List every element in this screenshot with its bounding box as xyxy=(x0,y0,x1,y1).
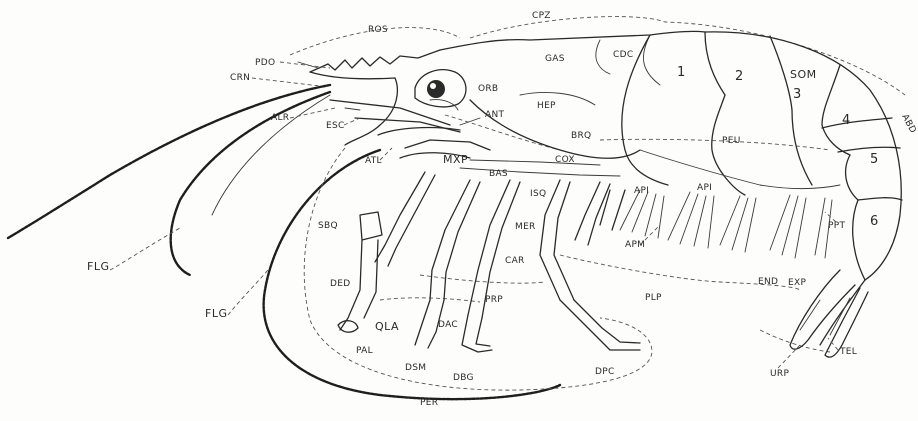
label-abd: ABD xyxy=(899,113,917,136)
abdomen xyxy=(622,32,902,280)
label-flg-center: FLG xyxy=(205,307,227,320)
label-mxp: MXP xyxy=(443,153,468,166)
label-car: CAR xyxy=(505,256,525,266)
label-cdc: CDC xyxy=(613,50,633,60)
segment-number-4: 4 xyxy=(842,113,850,128)
label-som: SOM xyxy=(790,68,817,81)
label-alr: ALR xyxy=(271,113,289,123)
label-ppt: PPT xyxy=(828,221,845,231)
label-orb: ORB xyxy=(478,84,498,94)
label-gas: GAS xyxy=(545,54,565,64)
label-ant: ANT xyxy=(485,110,504,120)
label-flg-left: FLG xyxy=(87,260,109,273)
label-hep: HEP xyxy=(537,101,556,111)
label-cox: COX xyxy=(555,155,575,165)
label-tel: TEL xyxy=(839,347,857,357)
label-cpz: CPZ xyxy=(532,11,551,21)
label-urp: URP xyxy=(770,369,789,379)
label-apm: APM xyxy=(625,240,645,250)
segment-number-3: 3 xyxy=(793,87,801,102)
label-sbq: SBQ xyxy=(318,221,338,231)
label-end: END xyxy=(758,277,778,287)
label-qla: QLA xyxy=(375,320,399,333)
label-dsm: DSM xyxy=(405,363,426,373)
label-atl: ATL xyxy=(365,156,382,166)
label-isq: ISQ xyxy=(530,189,546,199)
eye-pupil xyxy=(427,80,445,98)
label-ros: ROS xyxy=(368,25,388,35)
label-esc: ESC xyxy=(326,121,345,131)
label-pdo: PDO xyxy=(255,58,275,68)
label-dpc: DPC xyxy=(595,367,615,377)
label-exp: EXP xyxy=(788,278,806,288)
label-pal: PAL xyxy=(356,346,373,356)
segment-number-5: 5 xyxy=(870,152,878,167)
segment-number-1: 1 xyxy=(677,65,685,80)
label-ded: DED xyxy=(330,279,350,289)
label-per: PER xyxy=(420,398,438,408)
segment-numbers: 1 2 3 4 5 6 xyxy=(677,65,878,229)
label-plp: PLP xyxy=(645,293,662,303)
segment-number-6: 6 xyxy=(870,214,878,229)
label-dbg: DBG xyxy=(453,373,474,383)
label-api-1: API xyxy=(634,186,649,196)
eye xyxy=(415,70,466,107)
leader-lines xyxy=(110,62,838,368)
label-api-2: API xyxy=(697,183,712,193)
label-prp: PRP xyxy=(485,295,503,305)
label-peu: PEU xyxy=(722,136,741,146)
segment-number-2: 2 xyxy=(735,69,743,84)
label-brq: BRQ xyxy=(571,131,591,141)
label-crn: CRN xyxy=(230,73,250,83)
label-mer: MER xyxy=(515,222,536,232)
label-dac: DAC xyxy=(438,320,458,330)
label-bas: BAS xyxy=(489,169,508,179)
